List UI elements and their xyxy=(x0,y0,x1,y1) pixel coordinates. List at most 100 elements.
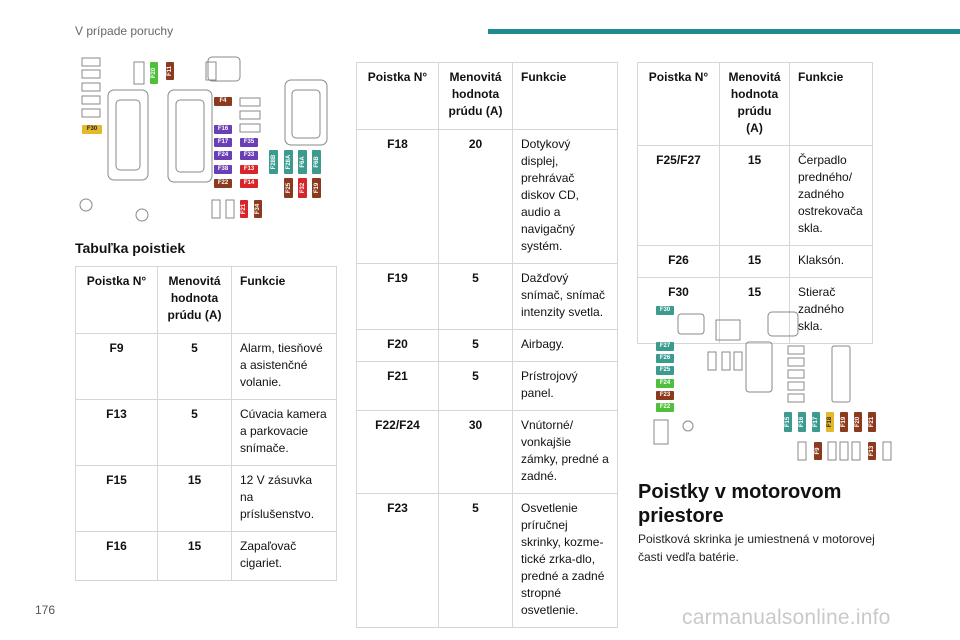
fuse-label-F23: F23 xyxy=(656,391,674,400)
fuse-label-F9: F9 xyxy=(814,442,822,460)
fuse-table-1: Poistka N° Menovitá hodnota prúdu (A) Fu… xyxy=(75,266,337,581)
fuse-label-F32: F32 xyxy=(298,178,307,198)
page-number: 176 xyxy=(35,603,56,617)
table-row: F21 5 Prístrojový panel. xyxy=(356,361,618,411)
fuse-function: Dažďový snímač, snímač intenzity svetla. xyxy=(512,263,618,330)
fuse-number: F20 xyxy=(356,329,439,362)
fuse-rating: 5 xyxy=(157,333,232,400)
fuse-table-title: Tabuľka poistiek xyxy=(75,240,186,256)
fuse-label-F11: F11 xyxy=(166,62,174,80)
fuse-number: F18 xyxy=(356,129,439,264)
fuse-label-F25: F25 xyxy=(284,178,293,198)
fuse-label-F13: F13 xyxy=(240,165,258,174)
fuse-function: Dotykový displej, prehrávač diskov CD, a… xyxy=(512,129,618,264)
col-fuse-header: Poistka N° xyxy=(356,62,439,130)
fuse-label-F28A: F28A xyxy=(284,150,293,174)
fuse-rating: 5 xyxy=(157,399,232,466)
engine-fuses-text: Poistková skrinka je umiestnená v motoro… xyxy=(638,532,875,564)
table-header-row: Poistka N° Menovitá hodnota prúdu (A) Fu… xyxy=(75,266,337,334)
fuse-label-F20: F20 xyxy=(150,62,158,84)
fuse-function: Zapaľovač cigariet. xyxy=(231,531,337,581)
fuse-label-F28B: F28B xyxy=(269,150,278,174)
table-row: F22/F24 30 Vnútorné/ vonkajšie zámky, pr… xyxy=(356,410,618,494)
fuse-function: Čerpadlo predného/ zadného ostrekovača s… xyxy=(789,145,873,246)
fuse-rating: 15 xyxy=(719,145,790,246)
fuse-label-F17: F17 xyxy=(214,138,232,147)
fuse-rating: 15 xyxy=(157,465,232,532)
fuse-label-F20: F20 xyxy=(854,412,862,432)
fuse-table-2: Poistka N° Menovitá hodnota prúdu (A) Fu… xyxy=(356,62,618,628)
fuse-label-F26: F26 xyxy=(656,354,674,363)
col-function-header: Funkcie xyxy=(789,62,873,146)
table-row: F13 5 Cúvacia kamera a parkovacie snímač… xyxy=(75,399,337,466)
fuse-function: Vnútorné/ vonkajšie zámky, predné a zadn… xyxy=(512,410,618,494)
col-rating-header: Menovitá hodnota prúdu (A) xyxy=(719,62,790,146)
fuse-label-F16: F16 xyxy=(214,125,232,134)
table-row: F20 5 Airbagy. xyxy=(356,329,618,362)
col-rating-header: Menovitá hodnota prúdu (A) xyxy=(157,266,232,334)
fuse-label-F38: F38 xyxy=(214,165,232,174)
fuse-table-3: Poistka N° Menovitá hodnota prúdu (A) Fu… xyxy=(637,62,873,344)
col-rating-header: Menovitá hodnota prúdu (A) xyxy=(438,62,513,130)
fuse-label-F19: F19 xyxy=(312,178,321,198)
fuse-label-F22: F22 xyxy=(214,179,232,188)
fuse-function: Klaksón. xyxy=(789,245,873,278)
table-row: F25/F27 15 Čerpadlo predného/ zadného os… xyxy=(637,145,873,246)
fuse-function: Osvetlenie príručnej skrinky, kozme-tick… xyxy=(512,493,618,628)
table-header-row: Poistka N° Menovitá hodnota prúdu (A) Fu… xyxy=(356,62,618,130)
fuse-label-F15: F15 xyxy=(784,412,792,432)
col-function-header: Funkcie xyxy=(512,62,618,130)
col-function-header: Funkcie xyxy=(231,266,337,334)
fuse-rating: 5 xyxy=(438,329,513,362)
fuse-number: F15 xyxy=(75,465,158,532)
fuse-number: F23 xyxy=(356,493,439,628)
fuse-function: Prístrojový panel. xyxy=(512,361,618,411)
fuse-label-F22: F22 xyxy=(656,403,674,412)
table-row: F23 5 Osvetlenie príručnej skrinky, kozm… xyxy=(356,493,618,628)
fuse-label-F16: F16 xyxy=(798,412,806,432)
table-row: F18 20 Dotykový displej, prehrávač disko… xyxy=(356,129,618,264)
fuse-function: Stierač zadného skla. xyxy=(789,277,873,344)
fuse-rating: 5 xyxy=(438,493,513,628)
fuse-function: 12 V zásuvka na príslušenstvo. xyxy=(231,465,337,532)
table-row: F9 5 Alarm, tiesňové a asistenčné volani… xyxy=(75,333,337,400)
fuse-rating: 15 xyxy=(719,245,790,278)
table-row: F30 15 Stierač zadného skla. xyxy=(637,277,873,344)
fuse-rating: 5 xyxy=(438,361,513,411)
fuse-label-F17: F17 xyxy=(812,412,820,432)
fuse-number: F22/F24 xyxy=(356,410,439,494)
fuse-number: F16 xyxy=(75,531,158,581)
fuse-rating: 20 xyxy=(438,129,513,264)
table-header-row: Poistka N° Menovitá hodnota prúdu (A) Fu… xyxy=(637,62,873,146)
running-header: V prípade poruchy xyxy=(75,24,174,38)
fuse-label-F30: F30 xyxy=(656,306,674,315)
fuse-rating: 30 xyxy=(438,410,513,494)
fuse-label-F35: F35 xyxy=(240,138,258,147)
fuse-label-F24: F24 xyxy=(656,379,674,388)
fuse-label-F30: F30 xyxy=(82,125,102,134)
fuse-function: Alarm, tiesňové a asistenčné volanie. xyxy=(231,333,337,400)
fuse-label-F4: F4 xyxy=(214,97,232,106)
fuse-function: Cúvacia kamera a parkovacie snímače. xyxy=(231,399,337,466)
fuse-label-F27: F27 xyxy=(656,342,674,351)
engine-fuses-heading: Poistky v motorovom priestore xyxy=(638,481,842,527)
fuse-label-F24: F24 xyxy=(214,151,232,160)
fuse-function: Airbagy. xyxy=(512,329,618,362)
watermark: carmanualsonline.info xyxy=(682,606,891,629)
fuse-label-F14: F14 xyxy=(240,179,258,188)
fuse-number: F26 xyxy=(637,245,720,278)
fuse-number: F9 xyxy=(75,333,158,400)
engine-fuse-diagram: F30 F27 F26 F25 F24 F23 F22 F15 F16 F17 … xyxy=(648,302,898,472)
fuse-label-F34: F34 xyxy=(254,200,262,218)
col-fuse-header: Poistka N° xyxy=(75,266,158,334)
header-accent-bar xyxy=(488,29,960,34)
col-fuse-header: Poistka N° xyxy=(637,62,720,146)
fuse-number: F25/F27 xyxy=(637,145,720,246)
fuse-label-F13: F13 xyxy=(868,442,876,460)
fuse-number: F13 xyxy=(75,399,158,466)
fuse-label-F21: F21 xyxy=(240,200,248,218)
table-row: F26 15 Klaksón. xyxy=(637,245,873,278)
fuse-label-F33: F33 xyxy=(240,151,258,160)
fuse-label-F6B: F6B xyxy=(312,150,321,174)
fuse-label-F19: F19 xyxy=(840,412,848,432)
